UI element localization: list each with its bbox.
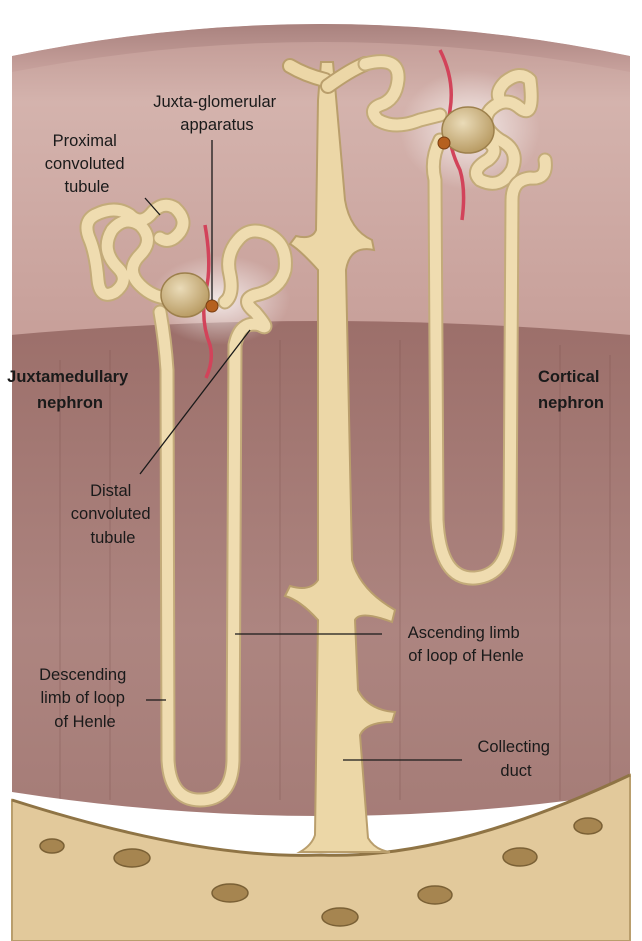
nephron-diagram: Proximal convoluted tubule Juxta-glomeru… bbox=[0, 0, 642, 941]
